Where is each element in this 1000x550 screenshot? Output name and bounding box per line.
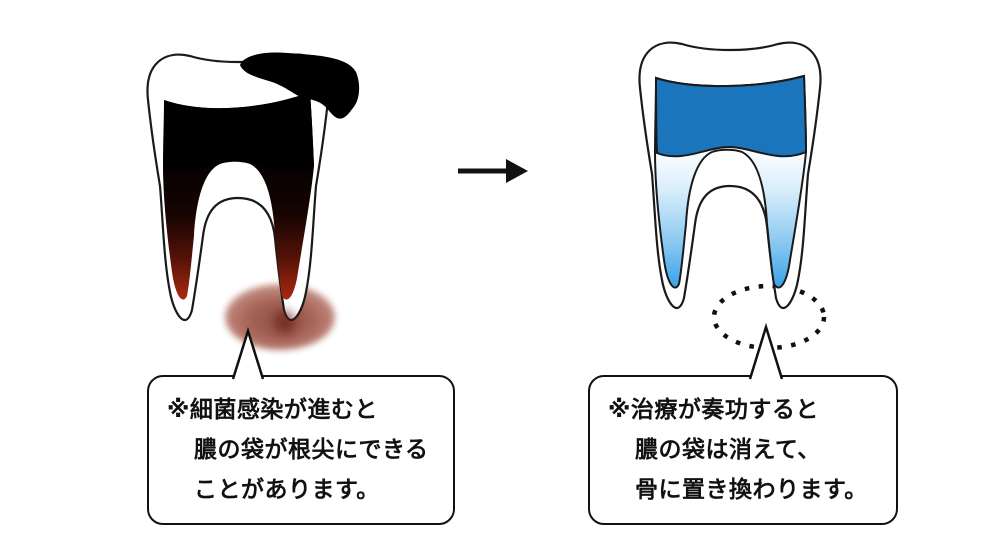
filling-fill (654, 74, 808, 158)
infected-pulp-canals (163, 92, 314, 300)
after-callout-line-1: ※治療が奏功すると (608, 397, 819, 423)
before-callout-pointer (231, 326, 265, 380)
before-callout-line-2: 膿の袋が根尖にできる (194, 437, 429, 463)
before-callout: ※細菌感染が進むと 膿の袋が根尖にできる ことがあります。 (147, 375, 455, 525)
root-tip-glow (274, 310, 296, 334)
healed-dotted-ellipse (711, 283, 827, 351)
after-tooth-outline (638, 41, 822, 310)
after-callout: ※治療が奏功すると 膿の袋は消えて、 骨に置き換わります。 (588, 375, 898, 525)
after-callout-pointer (748, 322, 784, 380)
decay-chamber-fill (164, 92, 314, 171)
decay-blob (240, 52, 360, 119)
treated-canals (653, 74, 808, 289)
after-callout-line-2: 膿の袋は消えて、 (635, 437, 821, 463)
transition-arrow-icon (458, 159, 528, 183)
before-tooth (146, 52, 360, 322)
before-tooth-outline (146, 53, 330, 322)
after-callout-line-3: 骨に置き換わります。 (635, 477, 868, 503)
abscess-ellipse (225, 284, 335, 350)
after-tooth (638, 41, 822, 310)
before-callout-line-3: ことがあります。 (194, 477, 380, 503)
before-callout-line-1: ※細菌感染が進むと (167, 397, 378, 423)
